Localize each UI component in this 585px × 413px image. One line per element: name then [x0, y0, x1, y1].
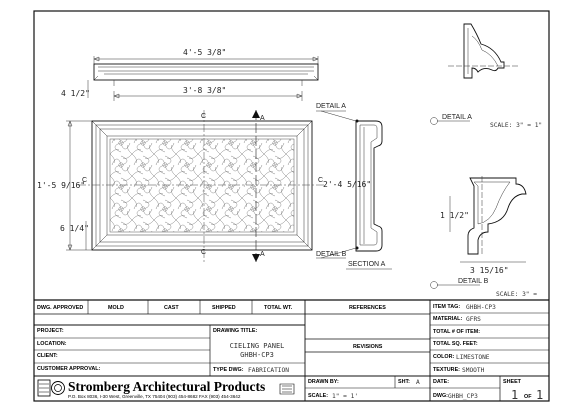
type-dwg-label: TYPE DWG: [213, 367, 244, 373]
texture-label: TEXTURE: [433, 367, 460, 373]
dwg-label: DWG: [433, 393, 448, 399]
type-dwg-value: FABRICATION [248, 367, 289, 374]
drawing-title-label: DRAWING TITLE: [213, 328, 258, 334]
revisions-label: REVISIONS [353, 344, 383, 350]
company-address: P.O. Box 8036, I-30 West, Greenville, TX… [68, 394, 241, 399]
color-value: LIMESTONE [456, 354, 490, 361]
front-side-dim: 6 1/4" [60, 224, 89, 233]
detail-a: DETAIL A SCALE: 3" = 1" [430, 23, 542, 129]
cl-mark-left: C [82, 177, 87, 184]
title-block: DWG. APPROVED MOLD CAST SHIPPED TOTAL WT… [34, 299, 549, 402]
dwg-value: GHBH_CP3 [448, 393, 478, 400]
date-label: DATE: [433, 379, 449, 385]
top-view: 4'-5 3/8" 3'-8 3/8" 4 1/2" [61, 48, 319, 101]
shipped-header: SHIPPED [212, 305, 236, 311]
detail-b-height-dim: 1 1/2" [440, 211, 469, 220]
detail-a-title: DETAIL A [442, 114, 472, 121]
color-label: COLOR: [433, 354, 454, 360]
mold-header: MOLD [108, 305, 124, 311]
section-marker-bottom: A [260, 251, 265, 258]
section-a-label: SECTION A [348, 261, 386, 268]
approval-header: DWG. APPROVED [37, 305, 83, 311]
item-tag-label: ITEM TAG: [433, 304, 460, 310]
total-items-label: TOTAL # OF ITEM: [433, 329, 480, 335]
sht-value: A [416, 379, 420, 386]
front-view: C C C C A A 1'-5 9/16" 6 1/4" [37, 110, 326, 262]
sheet-of: OF [524, 394, 532, 400]
top-height-dim: 4 1/2" [61, 89, 90, 98]
sheet-number: 1 [511, 388, 518, 402]
detail-b-title: DETAIL B [458, 278, 489, 285]
total-sqft-label: TOTAL SQ. FEET: [433, 341, 478, 347]
texture-value: SMOOTH [462, 367, 485, 374]
front-height-dim: 1'-5 9/16" [37, 181, 85, 190]
detail-b: 1 1/2" 3 15/16" DETAIL B SCALE: 3" = [430, 176, 537, 298]
front-width-dim: 2'-4 5/16" [323, 180, 371, 189]
detail-b-scale: SCALE: 3" = [496, 291, 537, 298]
detail-b-width-dim: 3 15/16" [470, 266, 509, 275]
sheet-label: SHEET [503, 379, 522, 385]
item-tag-value: GHBH-CP3 [466, 304, 496, 311]
section-arrow-bottom [252, 254, 260, 262]
section-marker-top: A [260, 115, 265, 122]
total-wt-header: TOTAL WT. [264, 305, 293, 311]
material-value: GFRS [466, 316, 481, 323]
section-arrow-top [252, 110, 260, 118]
company-name: Stromberg Architectural Products [68, 379, 265, 394]
material-label: MATERIAL: [433, 316, 462, 322]
company-logo [37, 379, 295, 397]
scale-label: SCALE: [308, 393, 328, 399]
drawn-by-label: DRAWN BY: [308, 379, 339, 385]
top-width-dim: 4'-5 3/8" [183, 48, 226, 57]
scale-value: 1" = 1' [332, 393, 358, 400]
customer-approval-label: CUSTOMER APPROVAL: [37, 366, 101, 372]
cast-header: CAST [164, 305, 179, 311]
drawing-title-line1: CIELING PANEL [230, 342, 285, 350]
cl-mark-top: C [201, 113, 206, 120]
sheet-total: 1 [536, 388, 543, 402]
detail-a-callout: DETAIL A [316, 103, 346, 110]
client-label: CLIENT: [37, 353, 58, 359]
detail-b-callout: DETAIL B [316, 251, 347, 258]
drawing-title-line2: GHBH-CP3 [240, 351, 274, 359]
project-label: PROJECT: [37, 328, 64, 334]
references-label: REFERENCES [349, 305, 386, 311]
cl-mark-bottom: C [201, 249, 206, 256]
sht-label: SHT: [398, 379, 410, 385]
section-a: DETAIL A DETAIL B 2'-4 5/16" SECTION A [316, 103, 392, 270]
top-inner-width-dim: 3'-8 3/8" [183, 86, 226, 95]
detail-a-scale: SCALE: 3" = 1" [490, 122, 542, 129]
location-label: LOCATION: [37, 341, 67, 347]
cl-mark-right: C [318, 177, 323, 184]
